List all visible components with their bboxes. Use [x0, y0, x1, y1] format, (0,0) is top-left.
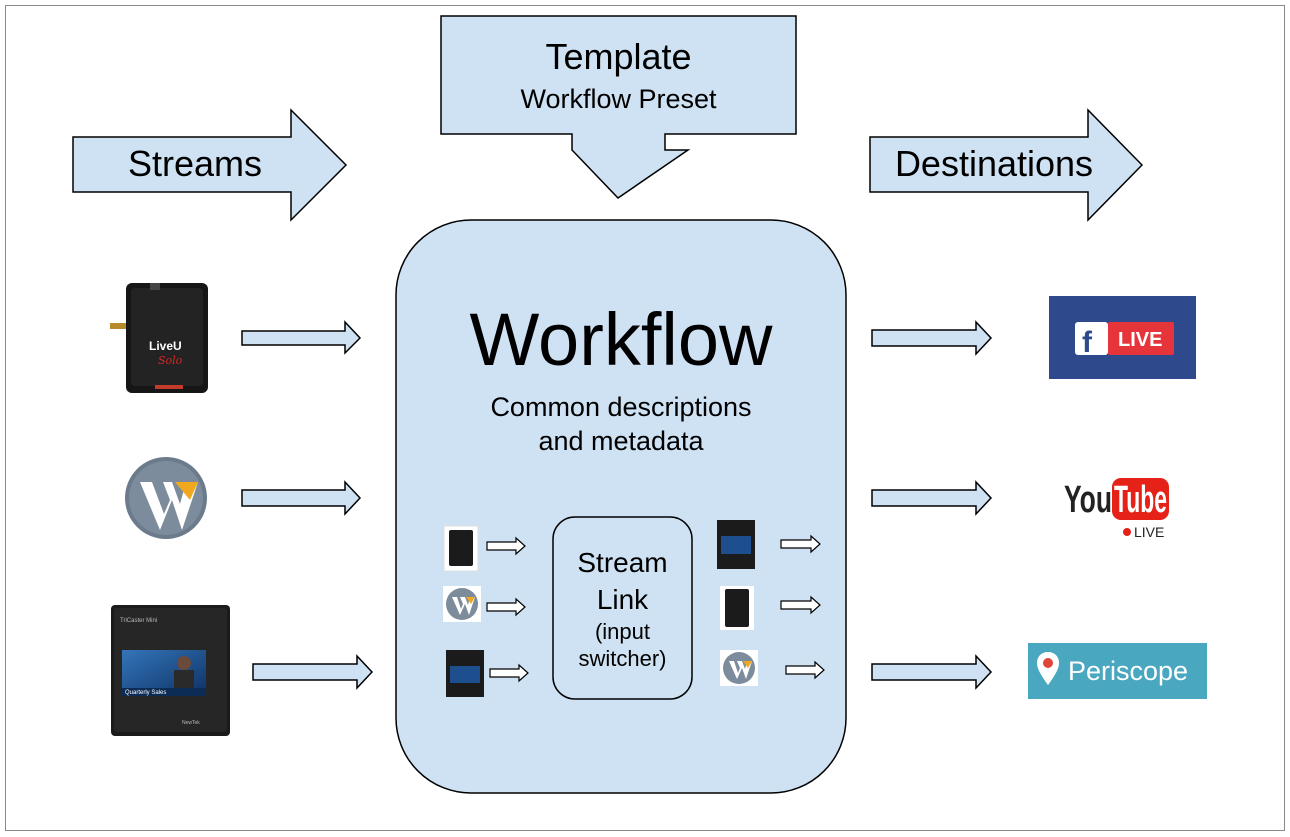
liveu-solo-device-icon: LiveU Solo	[110, 283, 208, 393]
svg-text:LIVE: LIVE	[1118, 329, 1162, 351]
template-arrow	[440, 15, 797, 199]
workflow-description-line1: Common descriptions	[490, 392, 752, 422]
facebook-live-logo: f LIVE	[1049, 296, 1196, 379]
inner-in-arrow-2	[486, 597, 526, 617]
streams-label: Streams	[127, 143, 263, 184]
template-subtitle: Workflow Preset	[520, 84, 717, 114]
youtube-live-logo: You Tube LIVE	[1064, 478, 1169, 540]
destination-arrow-3	[871, 654, 993, 690]
inner-in-arrow-1	[486, 536, 526, 556]
svg-text:Periscope: Periscope	[1068, 656, 1188, 686]
stream-link-title-line2: Link	[596, 584, 649, 615]
destination-arrow-1	[871, 320, 993, 356]
svg-text:Quarterly Sales: Quarterly Sales	[125, 690, 166, 696]
streams-arrow	[72, 108, 348, 222]
stream-link-sub-line1: (input	[594, 619, 651, 644]
inner-out-arrow-1	[780, 534, 821, 554]
stream-link-sub-line2: switcher)	[578, 646, 667, 671]
svg-text:f: f	[1082, 326, 1093, 359]
svg-text:NewTek: NewTek	[182, 720, 200, 726]
inner-tricaster-out-icon	[717, 520, 755, 569]
source-arrow-2	[241, 480, 362, 516]
template-title: Template	[545, 36, 692, 77]
workflow-description-line2: and metadata	[538, 426, 704, 456]
source-arrow-3	[252, 654, 374, 690]
destinations-arrow	[869, 108, 1144, 222]
destination-arrow-2	[871, 480, 993, 516]
svg-text:LiveU: LiveU	[149, 339, 182, 353]
periscope-logo: Periscope	[1028, 643, 1207, 699]
svg-text:TriCaster Mini: TriCaster Mini	[120, 618, 157, 624]
inner-out-arrow-2	[780, 595, 821, 615]
svg-text:Solo: Solo	[158, 354, 183, 367]
workflow-box	[395, 219, 847, 794]
inner-out-arrow-3	[785, 660, 825, 680]
inner-liveu-out-icon	[720, 586, 754, 630]
inner-tricaster-icon	[446, 650, 484, 697]
inner-wirecast-out-icon	[720, 650, 758, 686]
inner-in-arrow-3	[489, 663, 529, 683]
destinations-label: Destinations	[894, 143, 1094, 184]
inner-wirecast-icon	[443, 586, 481, 622]
stream-link-box	[552, 516, 693, 700]
wirecast-logo-icon	[125, 457, 207, 539]
stream-link-title-line1: Stream	[577, 547, 668, 578]
workflow-title: Workflow	[469, 298, 773, 381]
inner-liveu-icon	[443, 525, 479, 572]
source-arrow-1	[241, 320, 362, 355]
tricaster-device-icon: Quarterly Sales TriCaster Mini NewTek	[111, 605, 230, 736]
svg-text:LIVE: LIVE	[1134, 524, 1164, 540]
svg-text:Tube: Tube	[1114, 479, 1167, 521]
svg-text:You: You	[1064, 479, 1112, 521]
